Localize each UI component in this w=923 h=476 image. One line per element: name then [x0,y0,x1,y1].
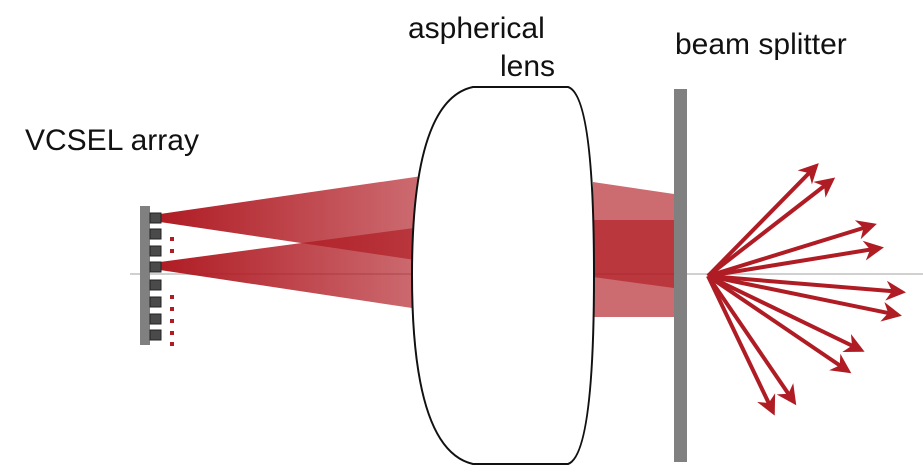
emitter [149,313,162,325]
output-beams [706,163,906,416]
emitter [149,329,162,341]
arrow [707,240,884,278]
arrow [706,177,836,278]
arrow [707,220,877,278]
arrow [706,274,797,406]
vcsel-array-label: VCSEL array [25,124,199,157]
arrow [707,274,906,301]
arrow [706,163,819,278]
lens-label-line2: lens [500,50,556,83]
emitter [149,279,162,291]
aspherical-lens [410,86,596,465]
vcsel-emitters [149,212,162,341]
arrow [707,274,865,353]
emitter [149,228,162,240]
beam-splitter [674,89,687,462]
beam-lower-emitter [160,228,414,308]
emitter [149,245,162,257]
emitter [149,212,162,224]
lens-label-line1: aspherical [408,12,545,45]
arrow [707,274,902,322]
vcsel-substrate [140,206,150,345]
emitter [149,261,162,273]
beam-splitter-label: beam splitter [675,28,847,61]
arrow [706,275,776,416]
ellipsis-dots [170,237,174,346]
emitter [149,296,162,308]
collimated-beam-b [593,220,674,317]
arrow [706,274,852,374]
